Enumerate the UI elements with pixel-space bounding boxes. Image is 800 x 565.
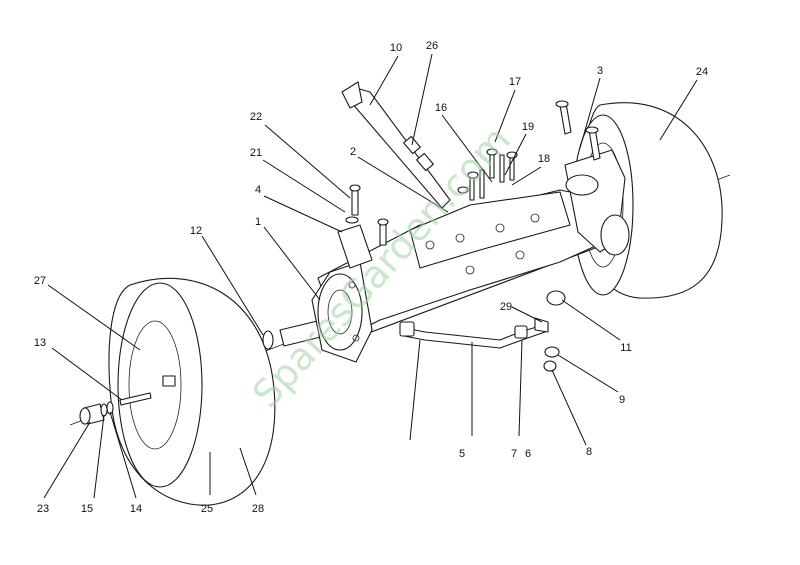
- left-bolts: [337, 184, 389, 269]
- callout-17: 17: [509, 76, 521, 88]
- callout-28: 28: [252, 503, 264, 515]
- callout-24: 24: [696, 66, 708, 78]
- left-wheel: [108, 277, 276, 506]
- callout-16: 16: [435, 102, 447, 114]
- callout-22: 22: [250, 111, 262, 123]
- callout-23: 23: [37, 503, 49, 515]
- top-bolts: [457, 148, 518, 201]
- control-shaft: [341, 81, 451, 209]
- callout-7: 7: [511, 448, 517, 460]
- callout-18: 18: [538, 153, 550, 165]
- leader-lines: [43, 53, 698, 499]
- fittings: [543, 290, 566, 372]
- hose-assembly: [399, 317, 549, 349]
- callout-labels: 10 26 17 3 24 22 16 19 18 21 2 4 1 12 27…: [34, 40, 708, 515]
- callout-4: 4: [255, 184, 261, 196]
- callout-26: 26: [426, 40, 438, 52]
- callout-29: 29: [500, 301, 512, 313]
- left-hub-parts: [79, 392, 152, 425]
- callout-25: 25: [201, 503, 213, 515]
- transaxle-housing: [311, 149, 630, 363]
- callout-6: 6: [525, 448, 531, 460]
- callout-21: 21: [250, 147, 262, 159]
- callout-14: 14: [130, 503, 142, 515]
- callout-15: 15: [81, 503, 93, 515]
- callout-9: 9: [619, 394, 625, 406]
- callout-13: 13: [34, 337, 46, 349]
- callout-12: 12: [190, 225, 202, 237]
- callout-19: 19: [522, 121, 534, 133]
- right-bolts: [555, 100, 601, 161]
- callout-10: 10: [390, 42, 402, 54]
- callout-1: 1: [255, 216, 261, 228]
- callout-11: 11: [620, 342, 631, 354]
- callout-5: 5: [459, 448, 465, 460]
- callout-27: 27: [34, 275, 46, 287]
- callout-2: 2: [350, 146, 356, 158]
- callout-3: 3: [597, 65, 603, 77]
- callout-8: 8: [586, 446, 592, 458]
